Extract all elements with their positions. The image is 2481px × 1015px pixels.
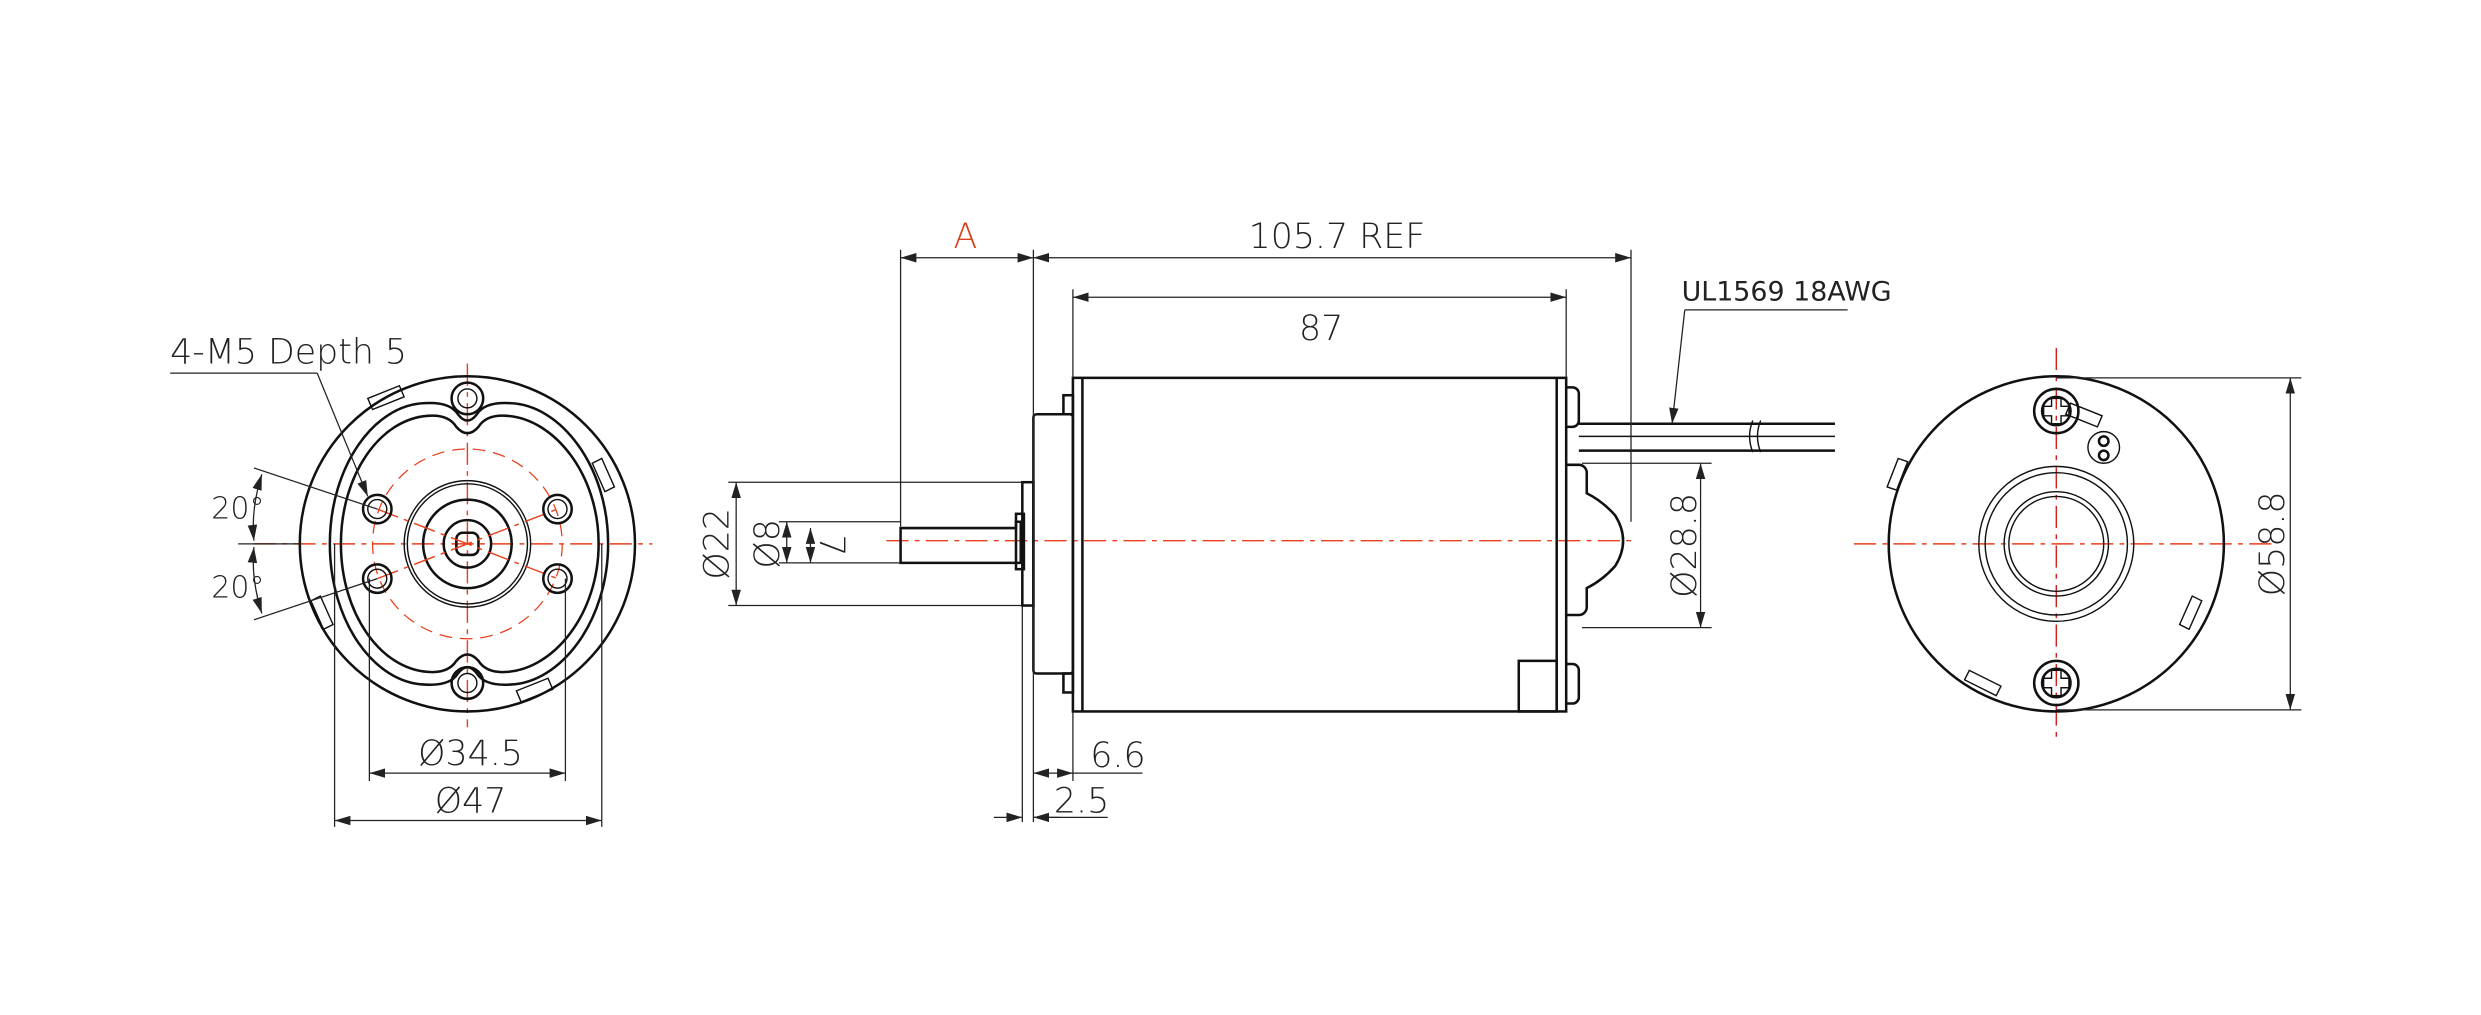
overall-length-dim: 105.7 REF xyxy=(1249,217,1426,257)
angle-top-label: 20° xyxy=(211,492,264,527)
mounting-hole xyxy=(361,493,393,525)
pilot-dim: Ø22 xyxy=(697,508,737,580)
wire-spec-label: UL1569 18AWG xyxy=(1682,276,1892,307)
angle-bottom-label: 20° xyxy=(211,571,264,606)
lead-wires xyxy=(1578,420,1835,453)
bolt-circle-dim: Ø34.5 xyxy=(418,734,523,774)
body-length-dim: 87 xyxy=(1299,309,1343,349)
front-boss xyxy=(1032,412,1075,675)
flange-outline xyxy=(339,414,600,674)
front-view: 4-M5 Depth 5 20° 20° Ø34.5 Ø47 xyxy=(170,333,653,827)
pilot-offset-dim: 6.6 xyxy=(1090,736,1145,776)
shaft xyxy=(899,520,1023,565)
shaft-length-label: A xyxy=(954,217,978,257)
rear-view: Ø58.8 xyxy=(1853,347,2302,740)
screw-bottom xyxy=(2032,659,2080,707)
outer-dim: Ø47 xyxy=(435,782,507,822)
motor-body xyxy=(1071,376,1568,713)
screw-top xyxy=(2032,387,2080,435)
flat-dim: 7 xyxy=(811,534,851,556)
terminal-block xyxy=(2087,430,2121,464)
flange-thickness-dim: 2.5 xyxy=(1054,782,1109,822)
mounting-hole xyxy=(361,563,393,595)
side-view: A 105.7 REF 87 UL1569 18AWG Ø28.8 Ø22 Ø8… xyxy=(697,217,1892,823)
body-dim: Ø58.8 xyxy=(2253,491,2293,596)
shaft-dim: Ø8 xyxy=(748,519,788,568)
bolt-hole xyxy=(450,665,485,701)
rear-boss xyxy=(1566,463,1625,617)
mounting-hole xyxy=(542,493,574,525)
thread-note: 4-M5 Depth 5 xyxy=(170,333,407,373)
rear-boss-dim: Ø28.8 xyxy=(1665,493,1705,598)
bolt-hole xyxy=(450,381,485,416)
mounting-hole xyxy=(542,563,574,595)
